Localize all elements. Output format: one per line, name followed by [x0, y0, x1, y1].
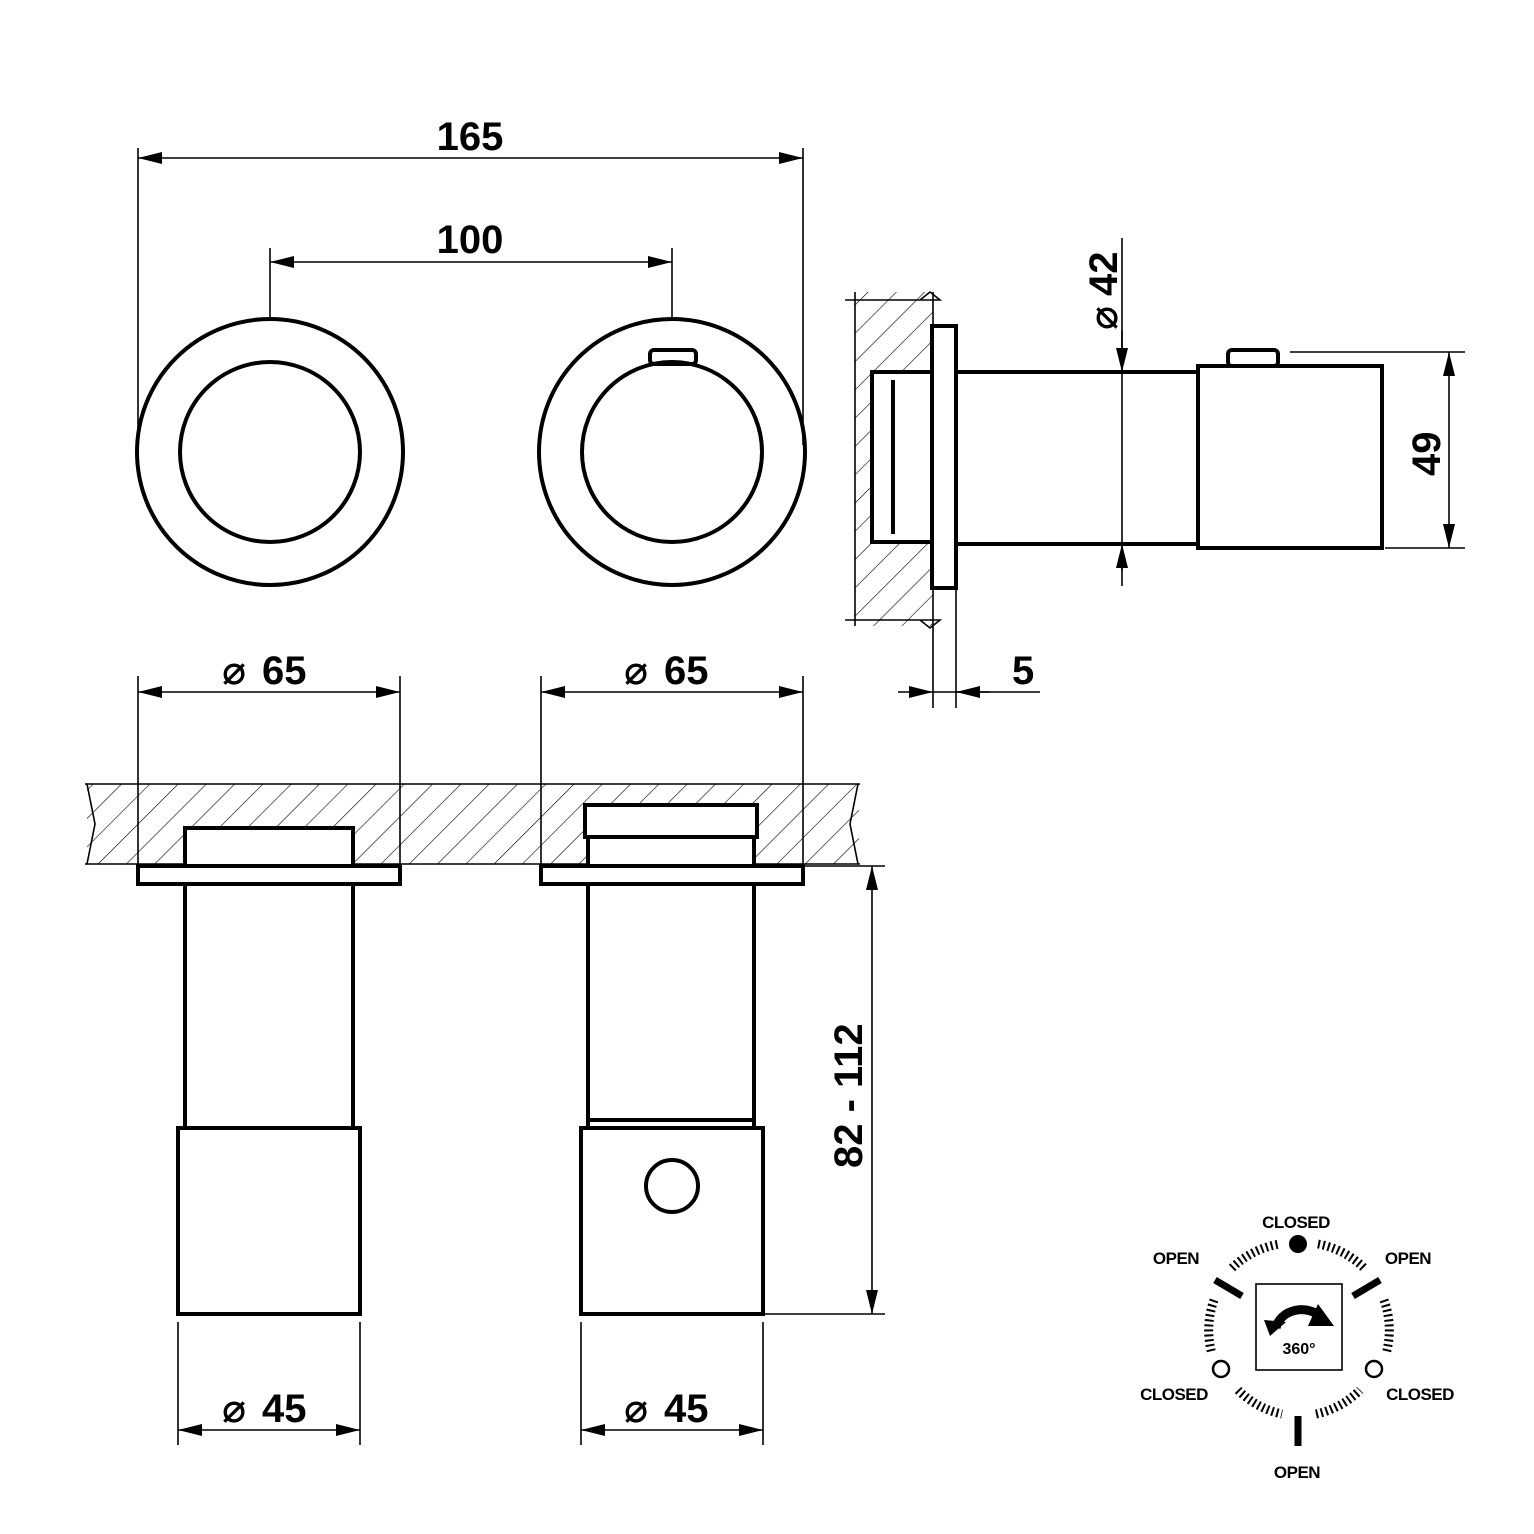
left-body [183, 882, 355, 1130]
label-lower-left-closed: CLOSED [1140, 1385, 1208, 1404]
right-handle [579, 1126, 765, 1316]
left-plate [136, 864, 402, 886]
rotate-360-icon [1264, 1304, 1334, 1336]
dimension-plate-diameter-left: 65 [262, 649, 307, 693]
dimension-install-depth: 82 - 112 [827, 1023, 871, 1168]
right-cartridge-top [583, 803, 759, 839]
label-upper-left-open: OPEN [1153, 1249, 1199, 1268]
side-view: ⌀ 42 49 5 [845, 238, 1465, 708]
handle-side [1196, 364, 1384, 550]
left-rosette-inner [178, 360, 362, 544]
dimension-wall-offset: 5 [1012, 649, 1034, 693]
dimension-handle-diameter-left: 45 [262, 1387, 307, 1431]
label-bottom-open: OPEN [1274, 1463, 1320, 1482]
valve-body-side [954, 370, 1200, 546]
dimension-center-distance: 100 [437, 218, 504, 262]
closed-marker-left [1211, 1359, 1231, 1379]
dimension-handle-diameter-left-symbol: ⌀ [222, 1387, 246, 1431]
label-lower-right-closed: CLOSED [1386, 1385, 1454, 1404]
section-view: ⌀ 65 ⌀ 65 82 - 112 ⌀ 45 ⌀ 45 [85, 649, 885, 1445]
right-rosette-outer [537, 317, 807, 587]
dimension-handle-diameter-right-symbol: ⌀ [624, 1387, 648, 1431]
right-rosette-inner [580, 360, 764, 544]
dimension-plate-diameter-right-symbol: ⌀ [624, 649, 648, 693]
front-view: 165 100 [135, 115, 807, 587]
dimension-plate-diameter-right: 65 [664, 649, 709, 693]
wall-flange [930, 324, 958, 590]
right-cartridge-bottom [586, 835, 756, 869]
label-top-closed: CLOSED [1262, 1213, 1330, 1232]
dimension-overall-width: 165 [437, 115, 504, 159]
closed-marker-top [1289, 1235, 1307, 1253]
left-handle [176, 1126, 362, 1316]
label-upper-right-open: OPEN [1385, 1249, 1431, 1268]
dimension-body-diameter-symbol: ⌀ [1082, 306, 1126, 330]
left-cartridge-in-wall [183, 826, 355, 870]
open-marker-left [1213, 1276, 1244, 1300]
dimension-body-diameter: 42 [1082, 252, 1126, 297]
dimension-handle-diameter-right: 45 [664, 1387, 709, 1431]
dimension-plate-diameter-left-symbol: ⌀ [222, 649, 246, 693]
closed-marker-right [1364, 1359, 1384, 1379]
handle-indicator-side [1226, 348, 1280, 368]
dimension-handle-depth: 49 [1405, 432, 1449, 477]
right-rosette-indicator [648, 348, 698, 366]
right-handle-indicator [644, 1158, 700, 1214]
right-body [586, 882, 756, 1130]
open-marker-right [1351, 1276, 1382, 1300]
right-plate [539, 864, 805, 886]
rotation-legend: 360° CLOSED OPEN OPEN CLOSED CLOSED OPEN [1140, 1213, 1455, 1482]
left-rosette-outer [135, 317, 405, 587]
rotation-label: 360° [1282, 1341, 1315, 1358]
